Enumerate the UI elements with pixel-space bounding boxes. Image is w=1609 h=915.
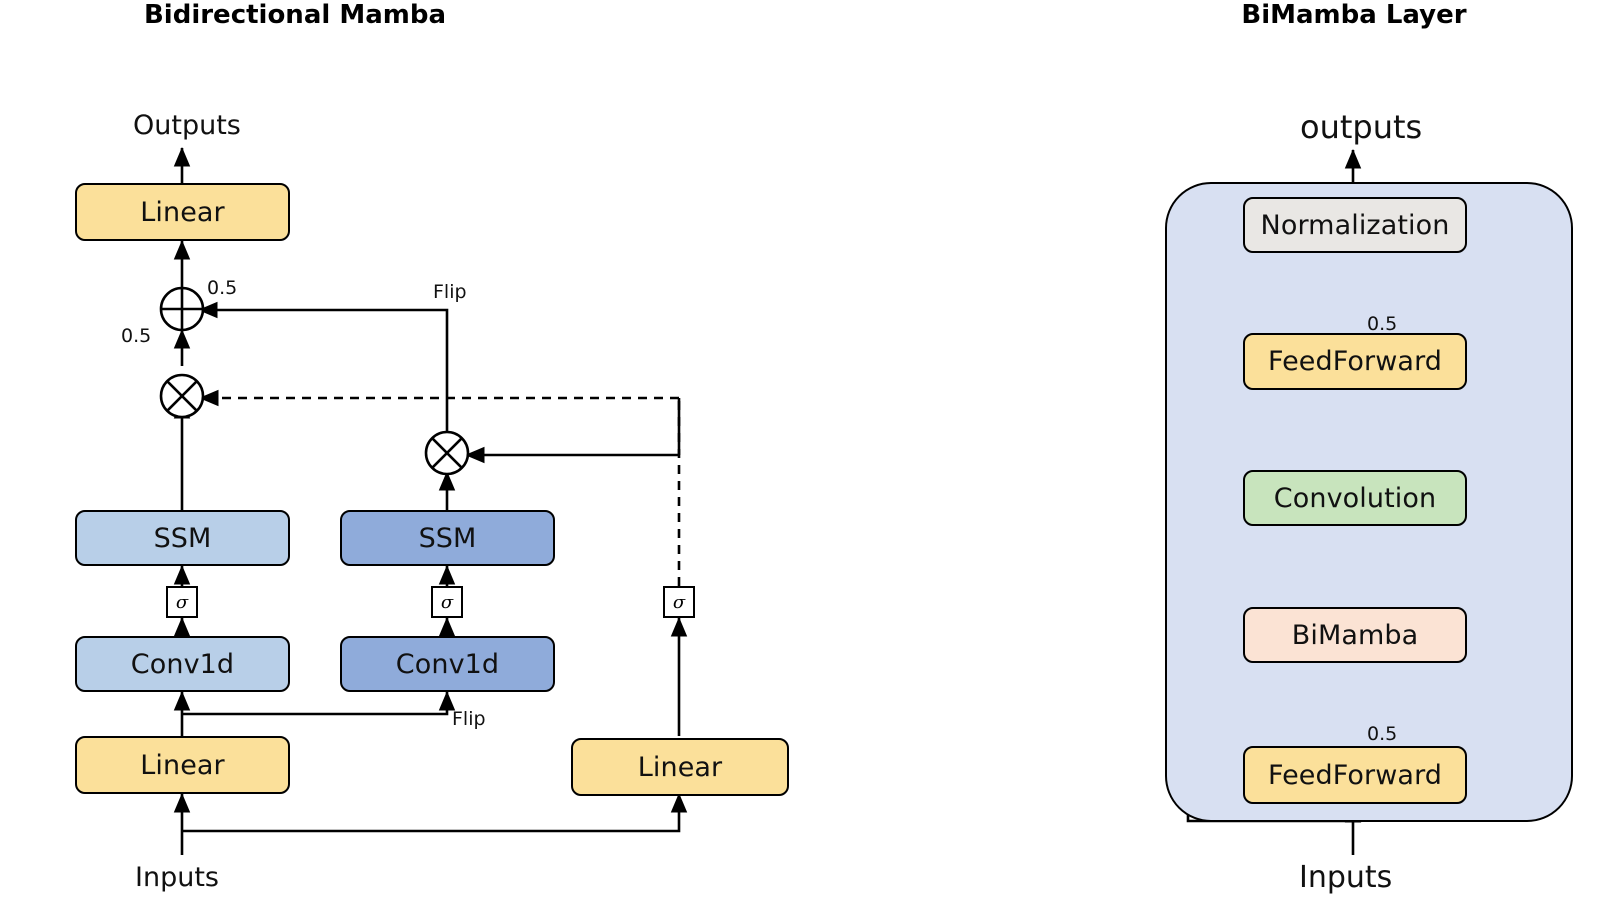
multiply-operator-backward: [424, 430, 470, 476]
right-panel-title: BiMamba Layer: [1241, 0, 1467, 30]
block-forward-ssm[interactable]: SSM: [75, 510, 290, 566]
backward-sigma-activation: σ: [431, 586, 463, 618]
sum-weight-bottom-label: 0.5: [121, 325, 152, 347]
ff-top-weight-label: 0.5: [1367, 313, 1398, 335]
block-backward-ssm[interactable]: SSM: [340, 510, 555, 566]
block-bottom-right-linear[interactable]: Linear: [571, 738, 789, 796]
block-bimamba[interactable]: BiMamba: [1243, 607, 1467, 663]
right-outputs-label: outputs: [1300, 108, 1423, 146]
sum-weight-right-label: 0.5: [207, 277, 238, 299]
block-normalization[interactable]: Normalization: [1243, 197, 1467, 253]
flip-top-label: Flip: [433, 281, 467, 303]
flip-bottom-label: Flip: [452, 708, 486, 730]
left-panel-title: Bidirectional Mamba: [143, 0, 446, 30]
sum-operator-left: [159, 286, 205, 332]
block-top-linear[interactable]: Linear: [75, 183, 290, 241]
forward-sigma-activation: σ: [166, 586, 198, 618]
right-inputs-label: Inputs: [1299, 860, 1393, 895]
left-outputs-label: Outputs: [133, 110, 241, 141]
block-backward-conv1d[interactable]: Conv1d: [340, 636, 555, 692]
block-feedforward-top[interactable]: FeedForward: [1243, 333, 1467, 390]
gate-sigma-activation: σ: [663, 586, 695, 618]
block-convolution[interactable]: Convolution: [1243, 470, 1467, 526]
block-bottom-left-linear[interactable]: Linear: [75, 736, 290, 794]
block-feedforward-bottom[interactable]: FeedForward: [1243, 746, 1467, 804]
multiply-operator-forward: [159, 373, 205, 419]
left-inputs-label: Inputs: [135, 862, 219, 893]
block-forward-conv1d[interactable]: Conv1d: [75, 636, 290, 692]
ff-bottom-weight-label: 0.5: [1367, 723, 1398, 745]
